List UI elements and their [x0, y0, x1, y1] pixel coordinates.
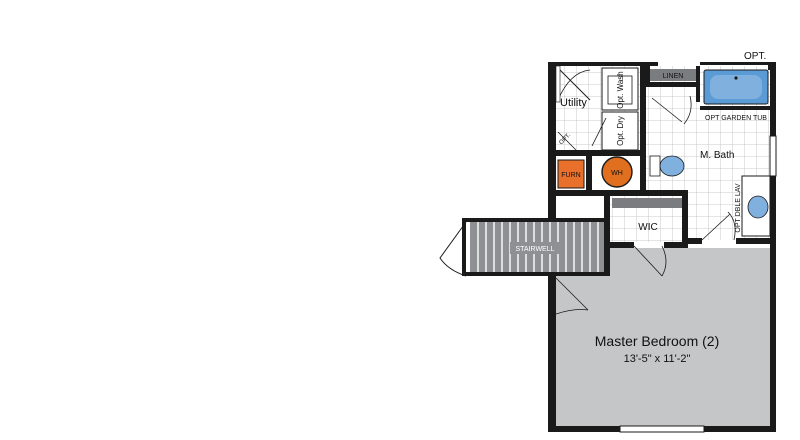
m-bath-label: M. Bath [700, 150, 734, 161]
master-bedroom-dims: 13'-5" x 11'-2" [624, 353, 691, 365]
garden-tub-label: OPT GARDEN TUB [705, 115, 767, 122]
furn-label: FURN [561, 172, 580, 179]
master-bedroom: Master Bedroom (2) 13'-5" x 11'-2" [555, 277, 719, 365]
dryer [601, 111, 639, 151]
water-heater [601, 156, 633, 188]
mechanical: FURN WH [557, 156, 633, 189]
stairwell: STAIRWELL [439, 218, 604, 277]
bedroom-window [619, 425, 705, 433]
bath-window [769, 135, 777, 177]
toilet [659, 155, 685, 177]
opt-dry-label: Opt. Dry [616, 116, 625, 146]
utility-fixtures: Utility Opt. Wash Opt. Dry OPT. [555, 65, 639, 151]
linen-label: LINEN [663, 73, 684, 80]
furnace [557, 159, 585, 189]
master-bedroom-label: Master Bedroom (2) [595, 333, 719, 349]
bath-fixtures: LINEN OPT GARDEN TUB M. Bath OPT DBLE LA… [649, 69, 771, 241]
bedroom-floor [556, 248, 774, 426]
opt-dble-lav-label: OPT DBLE LAV [735, 183, 742, 232]
opt-wash-label: Opt. Wash [616, 71, 625, 109]
wic: WIC [612, 198, 682, 277]
wh-label: WH [611, 170, 623, 177]
utility-label: Utility [560, 97, 587, 109]
opt-top-label: OPT. [744, 51, 766, 62]
wic-label: WIC [638, 222, 657, 233]
stairwell-label: STAIRWELL [515, 246, 554, 253]
